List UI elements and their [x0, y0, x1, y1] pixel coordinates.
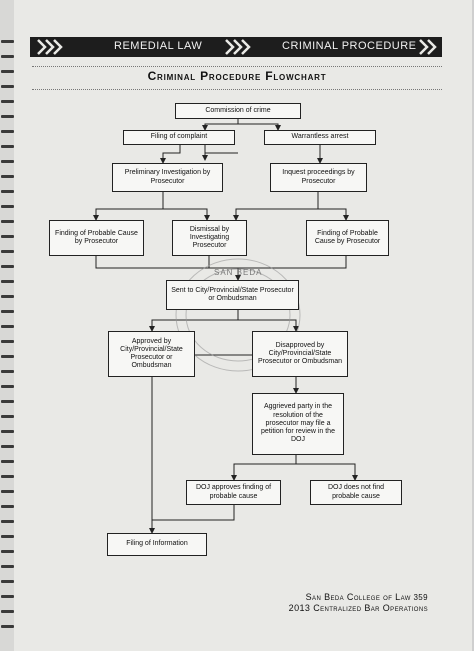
footer-operations: 2013 Centralized Bar Operations	[288, 603, 428, 613]
binding-ring	[1, 475, 14, 478]
node-finding-left: Finding of Probable Cause by Prosecutor	[49, 220, 144, 256]
banner-left-label: REMEDIAL LAW	[114, 40, 203, 52]
binding-ring	[1, 190, 14, 193]
node-doj-not-find: DOJ does not find probable cause	[310, 480, 402, 505]
binding-ring	[1, 265, 14, 268]
spiral-binding	[0, 0, 14, 651]
seal-rings	[175, 258, 301, 372]
banner-right-label: CRIMINAL PROCEDURE	[282, 40, 417, 52]
binding-ring	[1, 595, 14, 598]
binding-ring	[1, 400, 14, 403]
binding-ring	[1, 160, 14, 163]
binding-ring	[1, 490, 14, 493]
node-preliminary-investigation: Preliminary Investigation by Prosecutor	[112, 163, 223, 192]
binding-ring	[1, 145, 14, 148]
binding-ring	[1, 520, 14, 523]
binding-ring	[1, 565, 14, 568]
node-dismissal: Dismissal by Investigating Prosecutor	[172, 220, 247, 256]
binding-ring	[1, 340, 14, 343]
binding-ring	[1, 280, 14, 283]
node-disapproved: Disapproved by City/Provincial/State Pro…	[252, 331, 348, 377]
binding-ring	[1, 115, 14, 118]
node-filing-information: Filing of Information	[107, 533, 207, 556]
title-frame	[32, 66, 442, 90]
binding-ring	[1, 85, 14, 88]
node-approved: Approved by City/Provincial/State Prosec…	[108, 331, 195, 377]
node-doj-approves: DOJ approves finding of probable cause	[186, 480, 281, 505]
binding-ring	[1, 370, 14, 373]
binding-ring	[1, 220, 14, 223]
footer-college: San Beda College of Law	[305, 592, 411, 602]
binding-ring	[1, 55, 14, 58]
node-commission: Commission of crime	[175, 103, 301, 119]
binding-ring	[1, 295, 14, 298]
node-inquest: Inquest proceedings by Prosecutor	[270, 163, 367, 192]
footer-line-1: San Beda College of Law 359	[306, 592, 428, 602]
binding-ring	[1, 250, 14, 253]
page-number: 359	[413, 593, 428, 602]
binding-ring	[1, 175, 14, 178]
binding-ring	[1, 310, 14, 313]
node-warrantless-arrest: Warrantless arrest	[264, 130, 376, 145]
binding-ring	[1, 70, 14, 73]
binding-ring	[1, 445, 14, 448]
binding-ring	[1, 205, 14, 208]
seal-text: SAN BEDA	[214, 268, 263, 277]
binding-ring	[1, 355, 14, 358]
footer-line-2: 2013 Centralized Bar Operations	[289, 603, 428, 613]
binding-ring	[1, 40, 14, 43]
binding-ring	[1, 100, 14, 103]
binding-ring	[1, 550, 14, 553]
chapter-banner: REMEDIAL LAW CRIMINAL PROCEDURE	[30, 37, 442, 57]
binding-ring	[1, 325, 14, 328]
binding-ring	[1, 385, 14, 388]
binding-ring	[1, 430, 14, 433]
binding-ring	[1, 415, 14, 418]
node-sent-to: Sent to City/Provincial/State Prosecutor…	[166, 280, 299, 310]
binding-ring	[1, 625, 14, 628]
banner-chevrons	[37, 39, 437, 55]
page-title: Criminal Procedure Flowchart	[147, 69, 327, 83]
binding-ring	[1, 460, 14, 463]
binding-ring	[1, 580, 14, 583]
node-finding-right: Finding of Probable Cause by Prosecutor	[306, 220, 389, 256]
binding-ring	[1, 235, 14, 238]
binding-ring	[1, 130, 14, 133]
node-filing-complaint: Filing of complaint	[123, 130, 235, 145]
binding-ring	[1, 610, 14, 613]
node-aggrieved: Aggrieved party in the resolution of the…	[252, 393, 344, 455]
binding-ring	[1, 505, 14, 508]
binding-ring	[1, 535, 14, 538]
